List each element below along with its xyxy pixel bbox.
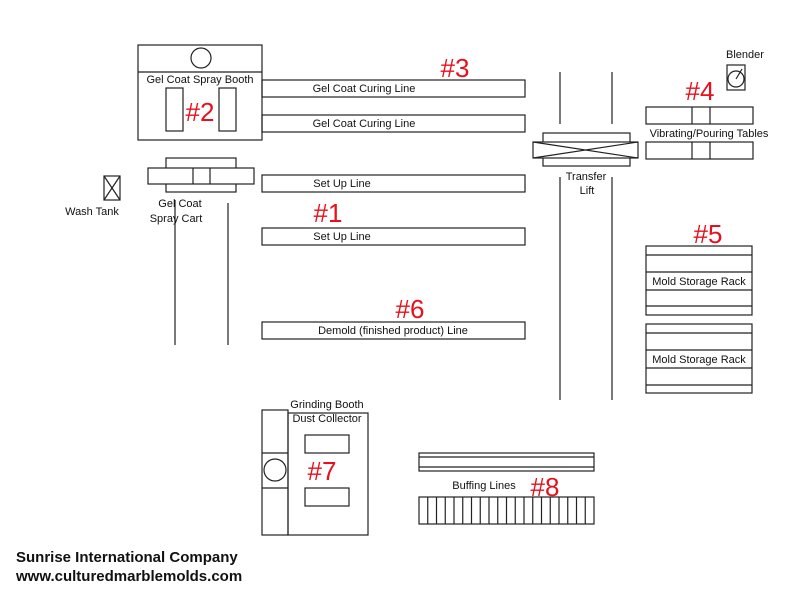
buffing-lines: Buffing Lines #8 [418,452,595,525]
setup-line-1-label: Set Up Line [313,178,370,190]
spray-booth-label: Gel Coat Spray Booth [146,74,253,86]
mold-storage-rack-1: Mold Storage Rack [645,245,753,316]
curing-line-1-label: Gel Coat Curing Line [313,83,416,95]
setup-line-2-label: Set Up Line [313,231,370,243]
grinding-label-1: Grinding Booth [290,399,363,411]
demold-line: Demold (finished product) Line [261,321,526,340]
company-website[interactable]: www.culturedmarblemolds.com [16,568,243,585]
vibrating-tables-label: Vibrating/Pouring Tables [650,128,769,140]
blender-label: Blender [726,49,764,61]
transfer-lift: Transfer Lift [532,72,639,400]
blender-icon [727,70,745,88]
transfer-label-2: Lift [580,185,595,197]
rack-2-label: Mold Storage Rack [652,354,746,366]
transfer-label-1: Transfer [566,171,607,183]
station-number-7: #7 [308,456,337,486]
demold-line-label: Demold (finished product) Line [318,325,468,337]
blender: Blender [726,49,764,91]
company-name: Sunrise International Company [16,549,238,566]
spray-cart: Gel Coat Spray Cart [147,157,255,345]
station-number-4: #4 [686,76,715,106]
station-number-1: #1 [314,198,343,228]
curing-line-2-label: Gel Coat Curing Line [313,118,416,130]
cart-label-2: Spray Cart [150,213,203,225]
curing-line-2: Gel Coat Curing Line [261,114,526,133]
station-number-6: #6 [396,294,425,324]
station-number-2: #2 [186,97,215,127]
setup-line-1: Set Up Line [261,174,526,193]
wash-tank: Wash Tank [65,175,121,218]
mold-storage-rack-2: Mold Storage Rack [645,323,753,394]
wash-tank-label: Wash Tank [65,206,119,218]
vibrating-tables: Vibrating/Pouring Tables [645,106,769,160]
dust-collector-icon [263,458,287,482]
cart-label-1: Gel Coat [158,198,201,210]
curing-line-1: Gel Coat Curing Line [261,79,526,98]
buffing-label: Buffing Lines [452,480,516,492]
rack-1-label: Mold Storage Rack [652,276,746,288]
grinding-label-2: Dust Collector [292,413,361,425]
station-number-3: #3 [441,53,470,83]
spray-booth: Gel Coat Spray Booth #2 [137,44,263,141]
grinding-booth: Grinding Booth Dust Collector #7 [261,399,369,536]
station-number-5: #5 [694,219,723,249]
setup-line-2: Set Up Line [261,227,526,246]
exhaust-fan-icon [190,47,212,69]
